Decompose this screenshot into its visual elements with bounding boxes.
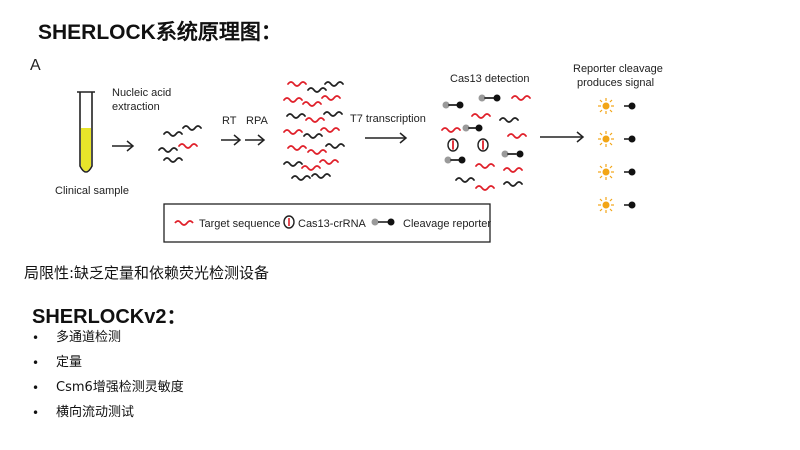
legend-reporter-label: Cleavage reporter: [403, 218, 491, 230]
extracted-strands: [158, 125, 202, 163]
list-item: • 横向流动测试: [30, 402, 184, 427]
list-item-label: Csm6增强检测灵敏度: [56, 380, 184, 395]
list-item-label: 横向流动测试: [56, 405, 135, 420]
clinical-sample-label: Clinical sample: [55, 185, 129, 197]
rt-label: RT: [222, 115, 237, 127]
test-tube-icon: [77, 91, 95, 173]
bullet-icon: •: [32, 406, 40, 420]
reporter-label-line1: Reporter cleavage: [573, 63, 663, 75]
arrow-icon: [221, 134, 266, 146]
legend-target-label: Target sequence: [199, 218, 280, 230]
t7-label: T7 transcription: [350, 113, 426, 125]
rpa-label: RPA: [246, 115, 268, 127]
list-item: • 定量: [30, 352, 184, 377]
bullet-icon: •: [32, 331, 40, 345]
arrow-icon: [540, 131, 585, 143]
amplified-strands: [283, 81, 345, 181]
panel-label: A: [30, 57, 41, 74]
list-item: • Csm6增强检测灵敏度: [30, 377, 184, 402]
extraction-label-line1: Nucleic acid: [112, 87, 171, 99]
arrow-icon: [112, 140, 135, 152]
cas13-detection-mix: [441, 94, 531, 191]
list-item: • 多通道检测: [30, 327, 184, 352]
extraction-label-line2: extraction: [112, 101, 160, 113]
bullet-icon: •: [32, 356, 40, 370]
limitation-text: 局限性:缺乏定量和依赖荧光检测设备: [24, 264, 270, 282]
sherlock-schematic: A Clinical sample Nucleic acid extractio…: [30, 57, 663, 243]
reporter-label-line2: produces signal: [577, 77, 654, 89]
page-title: SHERLOCK系统原理图：: [38, 21, 282, 44]
bullet-icon: •: [32, 381, 40, 395]
list-item-label: 多通道检测: [56, 330, 122, 345]
arrow-icon: [365, 132, 408, 144]
list-item-label: 定量: [56, 355, 83, 370]
signal-reporters: [598, 98, 636, 213]
legend: Target sequence Cas13-crRNA Cleavage rep…: [163, 203, 491, 243]
legend-cas13-label: Cas13-crRNA: [298, 218, 367, 230]
v2-title: SHERLOCKv2：: [32, 306, 187, 328]
cas13-detection-label: Cas13 detection: [450, 73, 530, 85]
feature-list: • 多通道检测 • 定量 • Csm6增强检测灵敏度 • 横向流动测试: [30, 327, 184, 427]
